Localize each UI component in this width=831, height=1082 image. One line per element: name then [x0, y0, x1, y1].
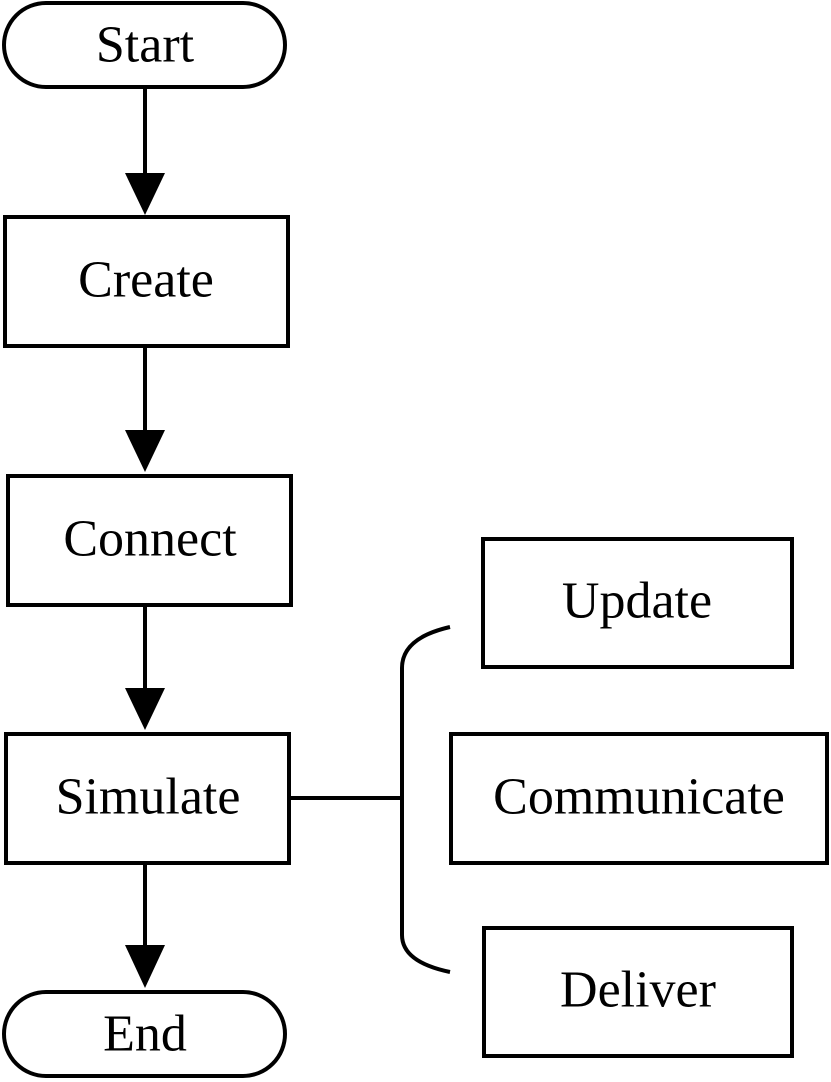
deliver-node: Deliver — [482, 926, 794, 1058]
connect-label: Connect — [63, 511, 237, 568]
end-node: End — [2, 990, 287, 1078]
communicate-label: Communicate — [493, 769, 785, 826]
create-label: Create — [78, 252, 214, 309]
simulate-node: Simulate — [4, 732, 291, 865]
arrow-start-to-create — [125, 87, 165, 215]
update-node: Update — [481, 537, 794, 669]
start-node: Start — [2, 1, 287, 89]
deliver-label: Deliver — [560, 962, 716, 1019]
update-label: Update — [562, 573, 712, 630]
arrow-create-to-connect — [125, 346, 165, 472]
arrow-simulate-to-end — [125, 863, 165, 988]
substeps-brace — [400, 625, 451, 974]
start-label: Start — [96, 17, 195, 74]
create-node: Create — [3, 215, 290, 348]
arrow-connect-to-simulate — [125, 605, 165, 730]
end-label: End — [103, 1006, 187, 1063]
connect-node: Connect — [6, 474, 293, 607]
simulate-label: Simulate — [56, 769, 241, 826]
communicate-node: Communicate — [449, 732, 829, 865]
